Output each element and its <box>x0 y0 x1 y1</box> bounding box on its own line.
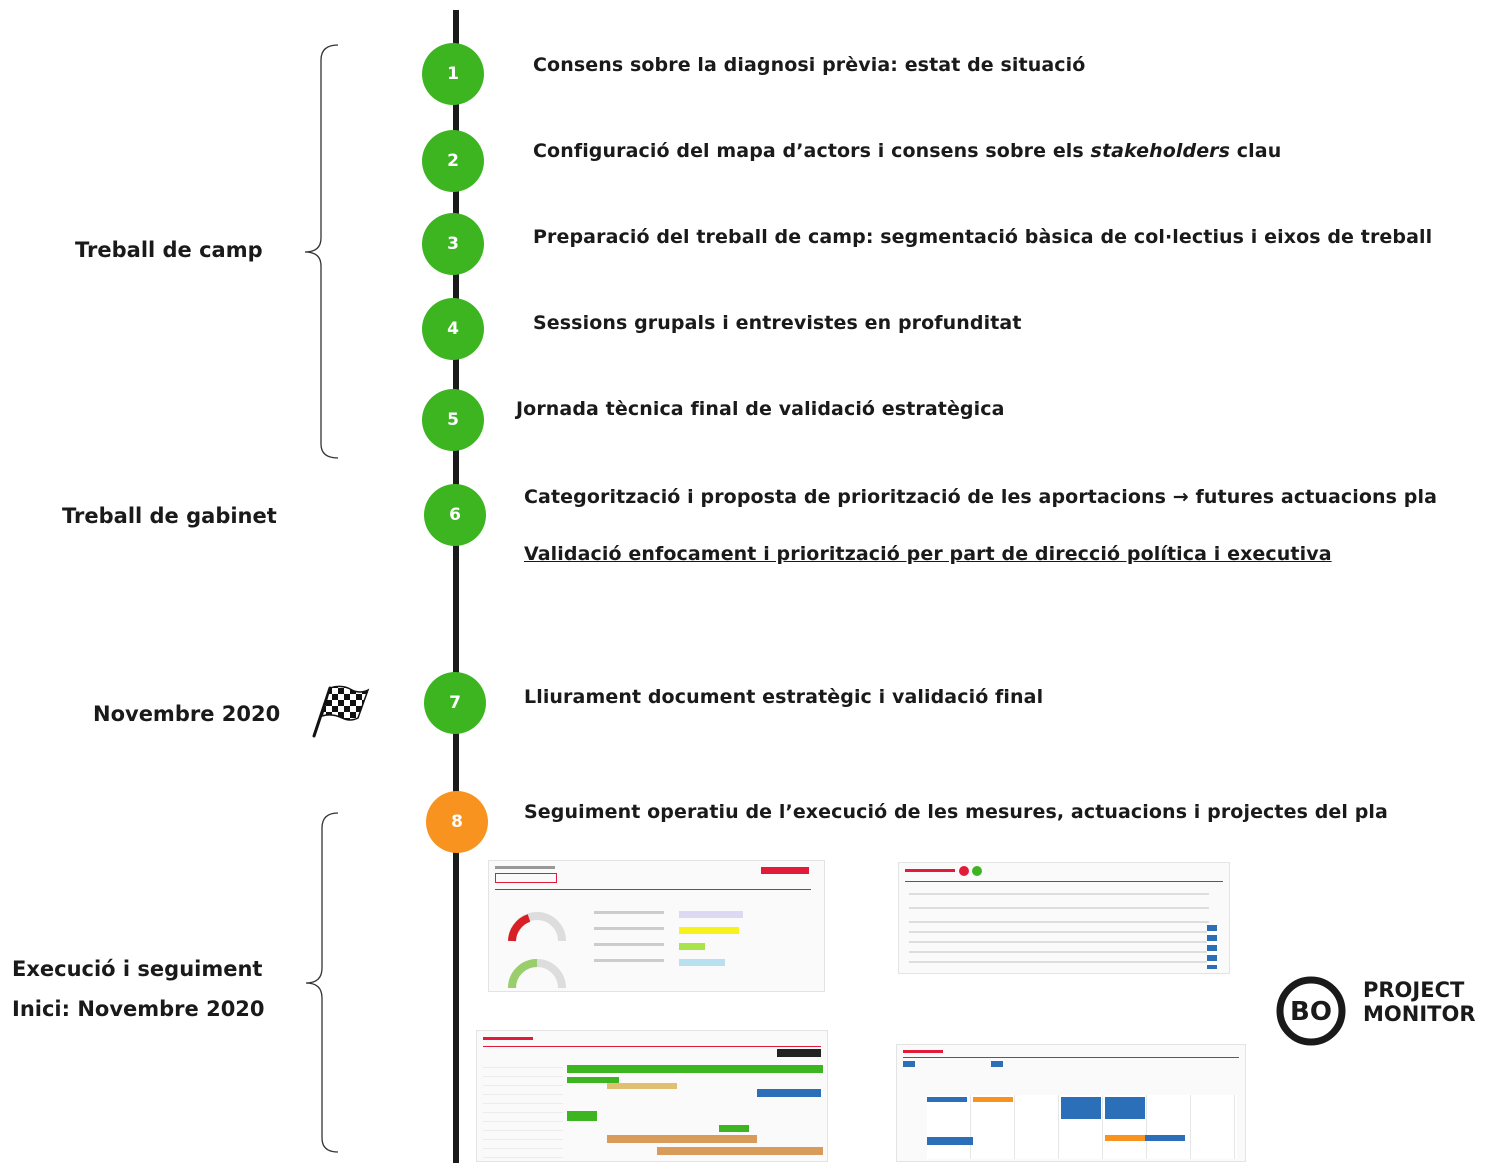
bracket-execution <box>305 812 339 1153</box>
step-3-text: Preparació del treball de camp: segmenta… <box>533 226 1433 248</box>
dashboard-screenshot <box>488 860 825 992</box>
phase-fieldwork: Treball de camp <box>75 238 263 262</box>
planning-screenshot <box>476 1030 828 1162</box>
bracket-fieldwork <box>304 44 339 459</box>
bo-logo-icon: BO <box>1276 976 1346 1046</box>
objectives-screenshot <box>898 862 1230 974</box>
phase-execution-start: Inici: Novembre 2020 <box>12 997 265 1021</box>
step-5-text: Jornada tècnica final de validació estra… <box>516 398 1005 420</box>
step-3-marker: 3 <box>422 213 484 275</box>
step-1-text: Consens sobre la diagnosi prèvia: estat … <box>533 54 1086 76</box>
timeline-line <box>453 10 459 1163</box>
logo-line-2: MONITOR <box>1363 1002 1476 1026</box>
step-7-text: Lliurament document estratègic i validac… <box>524 686 1044 708</box>
checkered-flag-icon <box>312 685 370 738</box>
step-1-marker: 1 <box>422 43 484 105</box>
phase-office: Treball de gabinet <box>62 504 277 528</box>
logo-line-1: PROJECT <box>1363 978 1465 1002</box>
step-7-marker: 7 <box>424 672 486 734</box>
step-8-marker: 8 <box>426 791 488 853</box>
step-4-text: Sessions grupals i entrevistes en profun… <box>533 312 1022 334</box>
step-6-subtext: Validació enfocament i priorització per … <box>524 543 1332 565</box>
step-8-text: Seguiment operatiu de l’execució de les … <box>524 801 1388 823</box>
step-2-marker: 2 <box>422 130 484 192</box>
logo-initials: BO <box>1290 997 1332 1027</box>
step-2-text: Configuració del mapa d’actors i consens… <box>533 140 1282 162</box>
step-6-text: Categorització i proposta de prioritzaci… <box>524 486 1438 508</box>
step-6-marker: 6 <box>424 484 486 546</box>
phase-november: Novembre 2020 <box>93 702 281 726</box>
calendar-screenshot <box>896 1044 1246 1162</box>
step-4-marker: 4 <box>422 298 484 360</box>
phase-execution-title: Execució i seguiment <box>12 957 263 981</box>
step-5-marker: 5 <box>422 389 484 451</box>
